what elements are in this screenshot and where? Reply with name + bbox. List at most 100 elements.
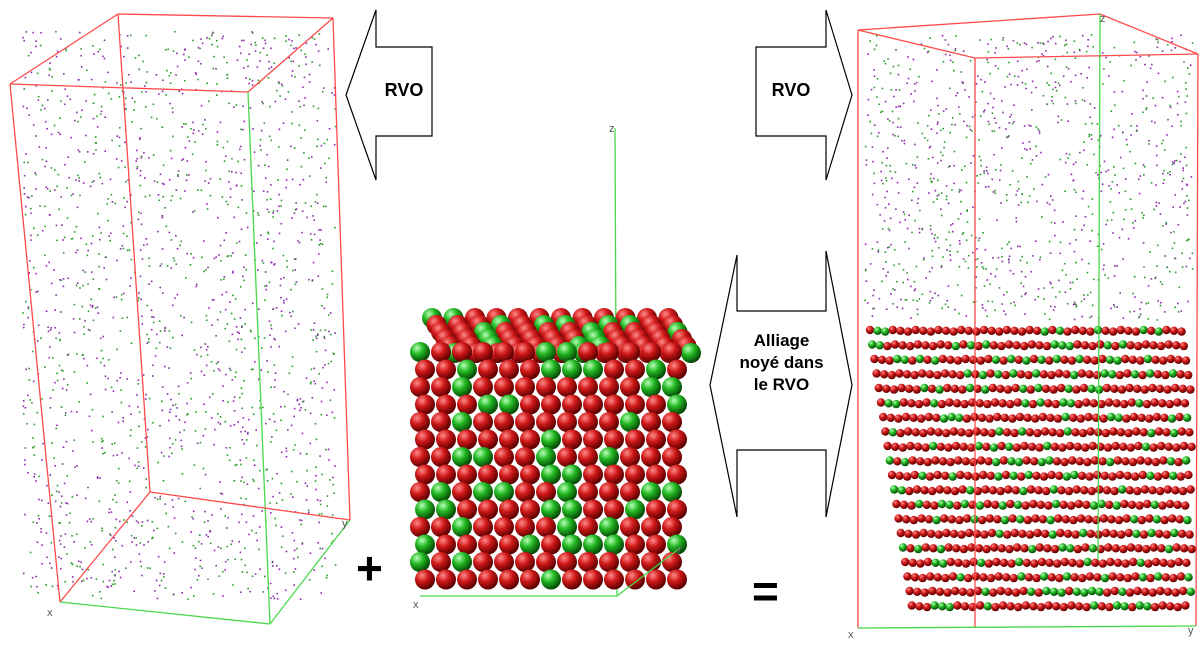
rvo-point [180, 439, 182, 442]
atom-green [939, 414, 949, 423]
rvo-point [77, 120, 79, 123]
atom-green [436, 499, 456, 520]
atom-green [992, 457, 1001, 467]
rvo-point [109, 239, 111, 242]
rvo-point [1015, 194, 1017, 196]
rvo-point [188, 140, 191, 142]
rvo-point [325, 205, 327, 208]
atom-red [934, 325, 943, 335]
rvo-point [931, 297, 934, 299]
rvo-point [245, 457, 248, 459]
axis-label-z: z [609, 123, 615, 135]
axis-label-x: x [413, 599, 419, 611]
atom-green [604, 534, 624, 555]
rvo-point [189, 264, 192, 266]
rvo-point [1106, 219, 1109, 222]
atom-red [926, 427, 936, 436]
rvo-point [1067, 157, 1069, 159]
rvo-point [949, 254, 951, 256]
rvo-point [307, 509, 310, 512]
atom-green [1164, 544, 1174, 554]
rvo-point [272, 413, 275, 415]
rvo-point [246, 571, 248, 574]
rvo-point [1174, 47, 1176, 49]
rvo-point [1052, 36, 1054, 38]
rvo-point [1054, 234, 1056, 237]
rvo-point [952, 61, 954, 64]
rvo-point [266, 360, 268, 362]
atom-red [1015, 412, 1025, 422]
atom-red [536, 482, 556, 502]
rvo-point [972, 155, 975, 157]
atom-red [583, 429, 603, 450]
rvo-point [891, 177, 893, 180]
rvo-point [126, 378, 128, 380]
rvo-point [114, 527, 117, 529]
atom-green [1034, 383, 1043, 393]
rvo-point [286, 266, 288, 268]
rvo-point [1188, 238, 1190, 241]
atom-red [986, 369, 995, 378]
rvo-point [894, 289, 896, 291]
rvo-point [312, 329, 315, 331]
rvo-point [907, 278, 909, 281]
rvo-point [913, 280, 916, 283]
rvo-point [70, 194, 73, 197]
atom-green [991, 355, 1001, 364]
rvo-point [140, 156, 143, 159]
atom-red [1149, 543, 1159, 552]
rvo-point [989, 283, 991, 286]
rvo-point [951, 223, 954, 225]
rvo-point [235, 371, 237, 374]
rvo-point [76, 249, 79, 251]
rvo-point [226, 255, 229, 258]
rvo-point [236, 184, 238, 187]
atom-red [916, 559, 925, 568]
rvo-point [1054, 42, 1057, 45]
rvo-point [86, 69, 88, 72]
atom-red [912, 485, 922, 494]
atom-red [1124, 428, 1133, 438]
rvo-point [1121, 90, 1124, 93]
rvo-point [280, 482, 283, 485]
rvo-point [167, 48, 169, 51]
rvo-point [1072, 179, 1075, 182]
rvo-point [82, 269, 85, 272]
rvo-point [183, 79, 186, 82]
rvo-point [99, 48, 101, 51]
rvo-point [936, 236, 939, 239]
atom-green [494, 482, 514, 502]
rvo-point [929, 177, 932, 180]
atom-red [1145, 514, 1154, 523]
rvo-point [316, 202, 319, 204]
rvo-point [1133, 276, 1136, 278]
atom-red [1126, 443, 1136, 452]
atom-red [1113, 456, 1123, 465]
atom-red [1083, 457, 1092, 467]
rvo-point [50, 167, 53, 169]
rvo-point [167, 525, 170, 528]
atom-green [1015, 557, 1024, 567]
atom-red [916, 457, 925, 466]
atom-red [927, 384, 937, 393]
rvo-point [269, 105, 271, 108]
rvo-point [164, 503, 167, 505]
rvo-point [84, 497, 87, 500]
atom-red [667, 464, 687, 485]
rvo-point [1002, 36, 1005, 39]
atom-red [641, 552, 661, 572]
rvo-point [44, 165, 46, 168]
rvo-point [51, 494, 53, 496]
rvo-point [978, 139, 980, 141]
rvo-point [321, 473, 323, 476]
rvo-point [99, 238, 101, 241]
atom-red [1047, 370, 1056, 380]
atom-red [620, 482, 640, 502]
rvo-point [50, 567, 53, 569]
rvo-point [289, 311, 291, 314]
rvo-point [316, 145, 318, 148]
rvo-point [239, 145, 242, 148]
atom-red [1181, 601, 1190, 610]
atom-red [1155, 384, 1165, 393]
rvo-point [221, 37, 224, 40]
